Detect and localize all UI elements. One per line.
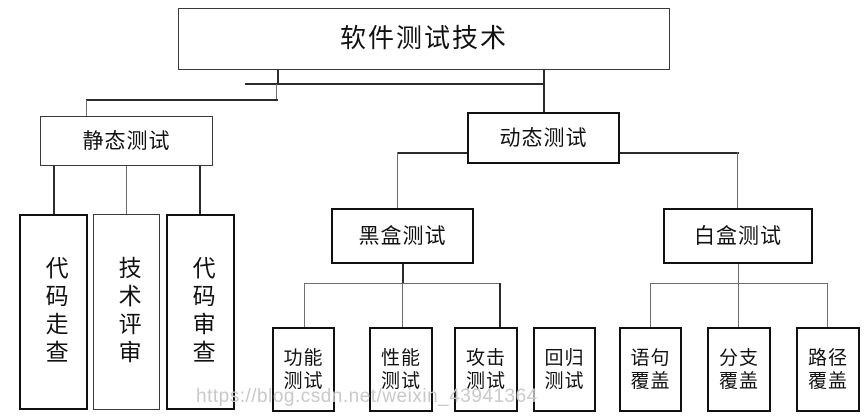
node-label: 动态测试 bbox=[499, 125, 588, 150]
connector-blackbox-child-3 bbox=[499, 283, 501, 327]
node-label: 路径 覆盖 bbox=[807, 347, 848, 392]
node-label: 白盒测试 bbox=[694, 223, 782, 248]
connector-root-stub-right bbox=[543, 70, 545, 84]
node-root-software-testing-technology[interactable]: 软件测试技术 bbox=[178, 8, 670, 70]
node-label: 代码审查 bbox=[188, 256, 215, 368]
connector-blackbox-child-2 bbox=[402, 283, 403, 327]
node-attack-testing[interactable]: 攻击 测试 bbox=[454, 327, 518, 412]
connector-static-child-1 bbox=[53, 166, 55, 214]
node-label: 回归 测试 bbox=[544, 347, 585, 392]
connector-dynamic-drop bbox=[543, 84, 545, 112]
node-label: 性能 测试 bbox=[380, 347, 421, 392]
node-label: 黑盒测试 bbox=[358, 223, 447, 248]
connector-whitebox-drop bbox=[737, 152, 738, 208]
node-technical-review[interactable]: 技术评审 bbox=[93, 214, 160, 410]
node-dynamic-testing[interactable]: 动态测试 bbox=[467, 112, 620, 164]
node-label: 功能 测试 bbox=[283, 347, 324, 392]
node-label: 分支 覆盖 bbox=[718, 347, 759, 392]
node-label: 静态测试 bbox=[82, 128, 171, 153]
connector-whitebox-stem bbox=[738, 264, 739, 284]
node-regression-testing[interactable]: 回归 测试 bbox=[533, 327, 596, 412]
node-static-testing[interactable]: 静态测试 bbox=[40, 116, 213, 166]
node-whitebox-testing[interactable]: 白盒测试 bbox=[663, 208, 813, 264]
node-code-inspection[interactable]: 代码审查 bbox=[166, 214, 235, 410]
connector-blackbox-child-1 bbox=[304, 283, 305, 327]
node-label: 语句 覆盖 bbox=[630, 347, 671, 392]
connector-blackbox-drop bbox=[397, 152, 398, 208]
node-branch-coverage[interactable]: 分支 覆盖 bbox=[707, 327, 771, 412]
node-label: 攻击 测试 bbox=[465, 347, 506, 392]
node-functional-testing[interactable]: 功能 测试 bbox=[272, 327, 335, 412]
node-performance-testing[interactable]: 性能 测试 bbox=[369, 327, 433, 412]
connector-static-child-3 bbox=[199, 166, 201, 214]
connector-root-stub-left bbox=[277, 70, 279, 84]
node-statement-coverage[interactable]: 语句 覆盖 bbox=[619, 327, 682, 412]
connector-static-drop bbox=[86, 100, 87, 116]
connector-dynamic-right-arm bbox=[620, 152, 739, 154]
connector-whitebox-child-2 bbox=[738, 283, 739, 327]
connector-whitebox-child-1 bbox=[650, 283, 651, 327]
connector-whitebox-child-3 bbox=[827, 283, 828, 327]
connector-static-step-across bbox=[86, 99, 278, 101]
connector-root-bar bbox=[245, 83, 545, 85]
node-code-walkthrough[interactable]: 代码走查 bbox=[19, 214, 88, 410]
node-label: 软件测试技术 bbox=[339, 23, 508, 54]
node-path-coverage[interactable]: 路径 覆盖 bbox=[796, 327, 860, 412]
node-label: 代码走查 bbox=[41, 256, 68, 368]
node-label: 技术评审 bbox=[114, 256, 141, 368]
connector-dynamic-left-arm bbox=[397, 152, 467, 154]
connector-static-step-down bbox=[276, 84, 277, 100]
connector-static-child-2 bbox=[126, 166, 127, 214]
connector-blackbox-stem bbox=[402, 264, 404, 284]
node-blackbox-testing[interactable]: 黑盒测试 bbox=[331, 208, 474, 264]
